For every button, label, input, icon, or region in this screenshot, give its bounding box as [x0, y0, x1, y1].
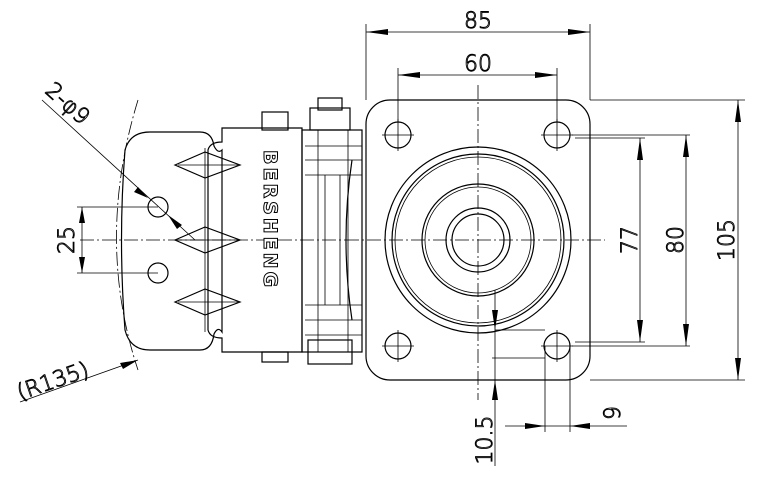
- svg-text:10.5: 10.5: [473, 416, 498, 465]
- svg-text:105: 105: [715, 219, 740, 261]
- svg-text:25: 25: [55, 226, 80, 254]
- dim-77: 77: [575, 137, 645, 343]
- svg-text:(R135): (R135): [14, 358, 93, 406]
- dim-9: 9: [505, 346, 627, 432]
- svg-text:2-φ9: 2-φ9: [40, 78, 94, 130]
- leader-2-phi9: 2-φ9: [40, 77, 196, 241]
- fork-assembly: BERSHENG: [207, 97, 363, 365]
- svg-text:80: 80: [664, 226, 689, 254]
- dim-10-5: 10.5: [473, 290, 545, 466]
- brand-lettering: BERSHENG: [259, 150, 281, 290]
- dim-105: 105: [590, 99, 745, 381]
- svg-text:77: 77: [618, 226, 643, 254]
- dim-80: 80: [572, 134, 690, 347]
- svg-text:60: 60: [464, 52, 492, 77]
- brake-plate: [116, 99, 242, 371]
- dim-60: 60: [397, 52, 558, 122]
- dim-25: 25: [55, 206, 158, 274]
- dim-85: 85: [365, 9, 591, 100]
- svg-text:9: 9: [601, 406, 626, 420]
- leader-r135: (R135): [13, 357, 139, 406]
- svg-text:85: 85: [464, 9, 492, 34]
